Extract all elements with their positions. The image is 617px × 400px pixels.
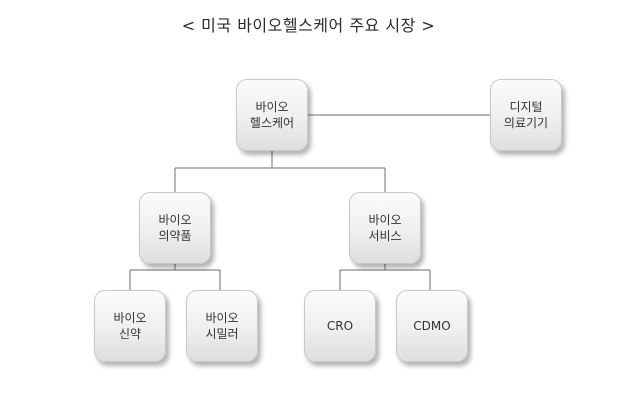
diagram-title: < 미국 바이오헬스케어 주요 시장 > <box>181 16 436 35</box>
node-label-line1: CRO <box>326 319 354 333</box>
node-label-line2: 신약 <box>118 327 142 341</box>
node-label-line1: 바이오 <box>255 100 289 114</box>
node-biosimilar: 바이오 시밀러 <box>186 290 258 362</box>
node-label-line2: 시밀러 <box>205 327 239 341</box>
node-label-line1: CDMO <box>413 319 451 333</box>
node-bio-healthcare: 바이오 헬스케어 <box>236 79 308 151</box>
node-label-line2: 서비스 <box>368 229 402 243</box>
node-label-line1: 디지털 <box>509 100 543 114</box>
node-label-line2: 의료기기 <box>503 116 549 130</box>
node-bio-pharmaceuticals: 바이오 의약품 <box>139 192 211 264</box>
node-label-line1: 바이오 <box>205 311 239 325</box>
node-label-line2: 헬스케어 <box>249 116 295 130</box>
node-label-line2: 의약품 <box>158 229 192 243</box>
node-label-line1: 바이오 <box>113 311 147 325</box>
node-label-line1: 바이오 <box>158 213 192 227</box>
node-label-line1: 바이오 <box>368 213 402 227</box>
node-cdmo: CDMO <box>396 290 468 362</box>
node-bio-new-drug: 바이오 신약 <box>94 290 166 362</box>
node-digital-medical-device: 디지털 의료기기 <box>490 79 562 151</box>
node-cro: CRO <box>304 290 376 362</box>
node-bio-services: 바이오 서비스 <box>349 192 421 264</box>
